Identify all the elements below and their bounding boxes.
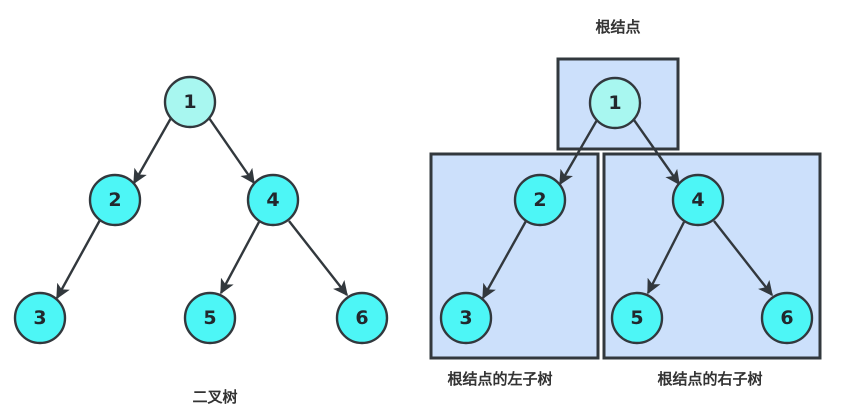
right-tree-edges <box>481 119 773 300</box>
grouped-node-circle-2 <box>513 173 567 227</box>
node-circle-3 <box>13 291 67 345</box>
right-subtree-caption: 根结点的右子树 <box>657 370 762 388</box>
edge-2-to-3 <box>55 219 102 300</box>
tree-node-4[interactable]: 4 <box>246 173 300 227</box>
node-label-3: 3 <box>33 307 46 329</box>
right-tree-nodes: 1 2 4 3 5 6 <box>439 76 814 345</box>
grouped-node-label-2: 2 <box>533 189 546 211</box>
tree-node-1[interactable]: 1 <box>163 75 217 129</box>
binary-tree-caption: 二叉树 <box>192 388 237 406</box>
grouped-tree-node-6[interactable]: 6 <box>760 291 814 345</box>
grouped-edge-2-to-3 <box>481 220 528 300</box>
node-circle-5 <box>183 291 237 345</box>
edge-4-to-5 <box>219 221 261 295</box>
grouped-node-label-1: 1 <box>608 92 621 114</box>
grouped-node-circle-3 <box>439 291 493 345</box>
edge-4-to-6 <box>288 220 348 297</box>
grouped-tree-node-1[interactable]: 1 <box>588 76 642 130</box>
grouped-tree-node-5[interactable]: 5 <box>610 291 664 345</box>
grouped-node-label-3: 3 <box>459 307 472 329</box>
grouped-node-label-4: 4 <box>691 189 704 211</box>
grouped-tree-node-2[interactable]: 2 <box>513 173 567 227</box>
grouped-edge-4-to-6 <box>713 220 773 297</box>
node-label-5: 5 <box>203 307 216 329</box>
node-label-6: 6 <box>355 307 368 329</box>
tree-node-6[interactable]: 6 <box>335 291 389 345</box>
grouped-tree-node-3[interactable]: 3 <box>439 291 493 345</box>
node-label-2: 2 <box>108 189 121 211</box>
grouped-node-circle-6 <box>760 291 814 345</box>
node-label-1: 1 <box>183 91 196 113</box>
grouped-node-circle-4 <box>671 173 725 227</box>
edge-1-to-4 <box>208 117 255 185</box>
tree-node-2[interactable]: 2 <box>88 173 142 227</box>
grouped-node-label-5: 5 <box>630 307 643 329</box>
root-node-caption: 根结点 <box>595 18 640 36</box>
tree-node-3[interactable]: 3 <box>13 291 67 345</box>
left-tree-nodes: 1 2 4 3 5 6 <box>13 75 389 345</box>
node-label-4: 4 <box>266 189 279 211</box>
node-circle-6 <box>335 291 389 345</box>
node-circle-1 <box>163 75 217 129</box>
edge-1-to-2 <box>132 117 173 185</box>
left-subtree-caption: 根结点的左子树 <box>447 370 552 388</box>
grouped-node-label-6: 6 <box>780 307 793 329</box>
grouped-node-circle-1 <box>588 76 642 130</box>
grouped-edge-4-to-5 <box>646 221 686 295</box>
node-circle-2 <box>88 173 142 227</box>
grouped-node-circle-5 <box>610 291 664 345</box>
node-circle-4 <box>246 173 300 227</box>
left-tree-edges <box>55 117 348 300</box>
grouped-tree-node-4[interactable]: 4 <box>671 173 725 227</box>
tree-node-5[interactable]: 5 <box>183 291 237 345</box>
grouped-edge-1-to-2 <box>558 119 599 186</box>
grouped-edge-1-to-4 <box>633 119 680 186</box>
